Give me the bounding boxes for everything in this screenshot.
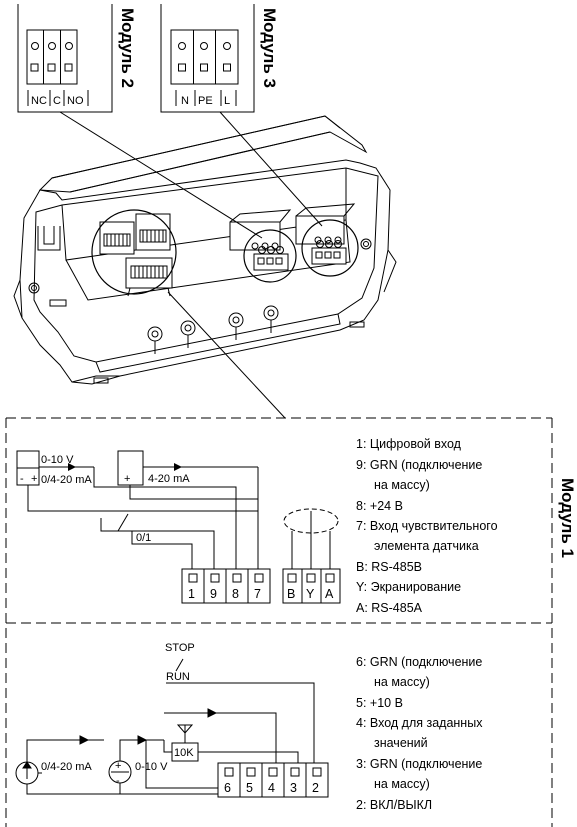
legend1-line-9: A: RS-485A <box>356 601 423 615</box>
terminal-9: 9 <box>210 587 217 601</box>
module3-terminal-l: L <box>224 95 230 107</box>
source-current-label: 0/4-20 mA <box>41 474 92 486</box>
terminal-block-65432 <box>217 762 329 798</box>
terminal-5: 5 <box>246 781 253 795</box>
lower-current-label: 0/4-20 mA <box>41 761 92 773</box>
module1-panel-border <box>5 417 553 827</box>
terminal-1: 1 <box>188 587 195 601</box>
terminal-2: 2 <box>312 781 319 795</box>
legend2-line-4: 4: Вход для заданных <box>356 716 483 730</box>
leader-lines <box>59 111 323 419</box>
legend2-line-3: 5: +10 В <box>356 696 403 710</box>
terminal-b: B <box>287 587 295 601</box>
module2-terminal-nc: NC <box>31 95 47 107</box>
module1-legend: 1: Цифровой вход 9: GRN (подключение на … <box>356 437 498 615</box>
legend1-line-3: на массу) <box>374 478 430 492</box>
module1-title: Модуль 1 <box>558 478 577 558</box>
sensor-current-label: 4-20 mA <box>148 473 190 485</box>
module2-terminal-no: NO <box>67 95 84 107</box>
arrow-4-20ma <box>174 463 182 471</box>
module3-terminal-pe: PE <box>198 95 213 107</box>
lower-legend: 6: GRN (подключение на массу) 5: +10 В 4… <box>356 655 483 812</box>
module3-block: N PE L Модуль 3 <box>160 4 279 113</box>
module1-detail-circle <box>91 209 177 295</box>
terminal-8: 8 <box>232 587 239 601</box>
module2-terminal-block <box>26 29 78 85</box>
screw-2 <box>180 320 196 348</box>
terminal-7: 7 <box>254 587 261 601</box>
arrow-0-10v <box>68 463 76 471</box>
terminal-block-rs485 <box>282 508 341 604</box>
legend1-line-8: Y: Экранирование <box>356 580 461 594</box>
legend2-line-1: 6: GRN (подключение <box>356 655 482 669</box>
terminal-4: 4 <box>268 781 275 795</box>
module3-title: Модуль 3 <box>260 8 279 88</box>
lower-minus: - <box>116 775 120 787</box>
module3-detail-circle <box>301 219 359 277</box>
module3-terminal-n: N <box>181 95 189 107</box>
lower-voltage-label: 0-10 V <box>135 761 168 773</box>
module2-terminal-c: C <box>53 95 61 107</box>
housing-illustration <box>13 115 397 385</box>
terminal-y: Y <box>306 587 315 601</box>
legend1-line-1: 1: Цифровой вход <box>356 437 462 451</box>
source-plus: + <box>31 473 37 485</box>
module1-wiring <box>16 450 259 569</box>
legend1-line-4: 8: +24 В <box>356 499 403 513</box>
screw-1 <box>147 326 163 354</box>
terminal-6: 6 <box>224 781 231 795</box>
legend2-line-2: на массу) <box>374 675 430 689</box>
terminal-block-1987 <box>181 568 271 604</box>
legend2-line-5: значений <box>374 736 428 750</box>
module2-title: Модуль 2 <box>118 8 137 88</box>
legend1-line-2: 9: GRN (подключение <box>356 458 482 472</box>
module2-detail-circle <box>243 229 297 283</box>
legend1-line-7: B: RS-485B <box>356 560 422 574</box>
stop-label: STOP <box>165 642 195 654</box>
screw-4 <box>263 305 279 333</box>
source-minus: - <box>20 473 24 485</box>
screw-3 <box>228 312 244 340</box>
legend2-line-7: на массу) <box>374 777 430 791</box>
module2-block: NC C NO Модуль 2 <box>17 4 137 113</box>
legend2-line-8: 2: ВКЛ/ВЫКЛ <box>356 798 432 812</box>
pot-label: 10K <box>174 747 194 759</box>
lower-plus: + <box>115 760 121 772</box>
legend2-line-6: 3: GRN (подключение <box>356 757 482 771</box>
source-voltage-label: 0-10 V <box>41 454 74 466</box>
switch-label: 0/1 <box>136 532 151 544</box>
legend1-line-6: элемента датчика <box>374 539 479 553</box>
legend1-line-5: 7: Вход чувствительного <box>356 519 498 533</box>
module3-terminal-block <box>170 29 239 85</box>
terminal-a: A <box>325 587 334 601</box>
sensor-plus: + <box>124 473 130 485</box>
terminal-3: 3 <box>290 781 297 795</box>
run-label: RUN <box>166 671 190 683</box>
